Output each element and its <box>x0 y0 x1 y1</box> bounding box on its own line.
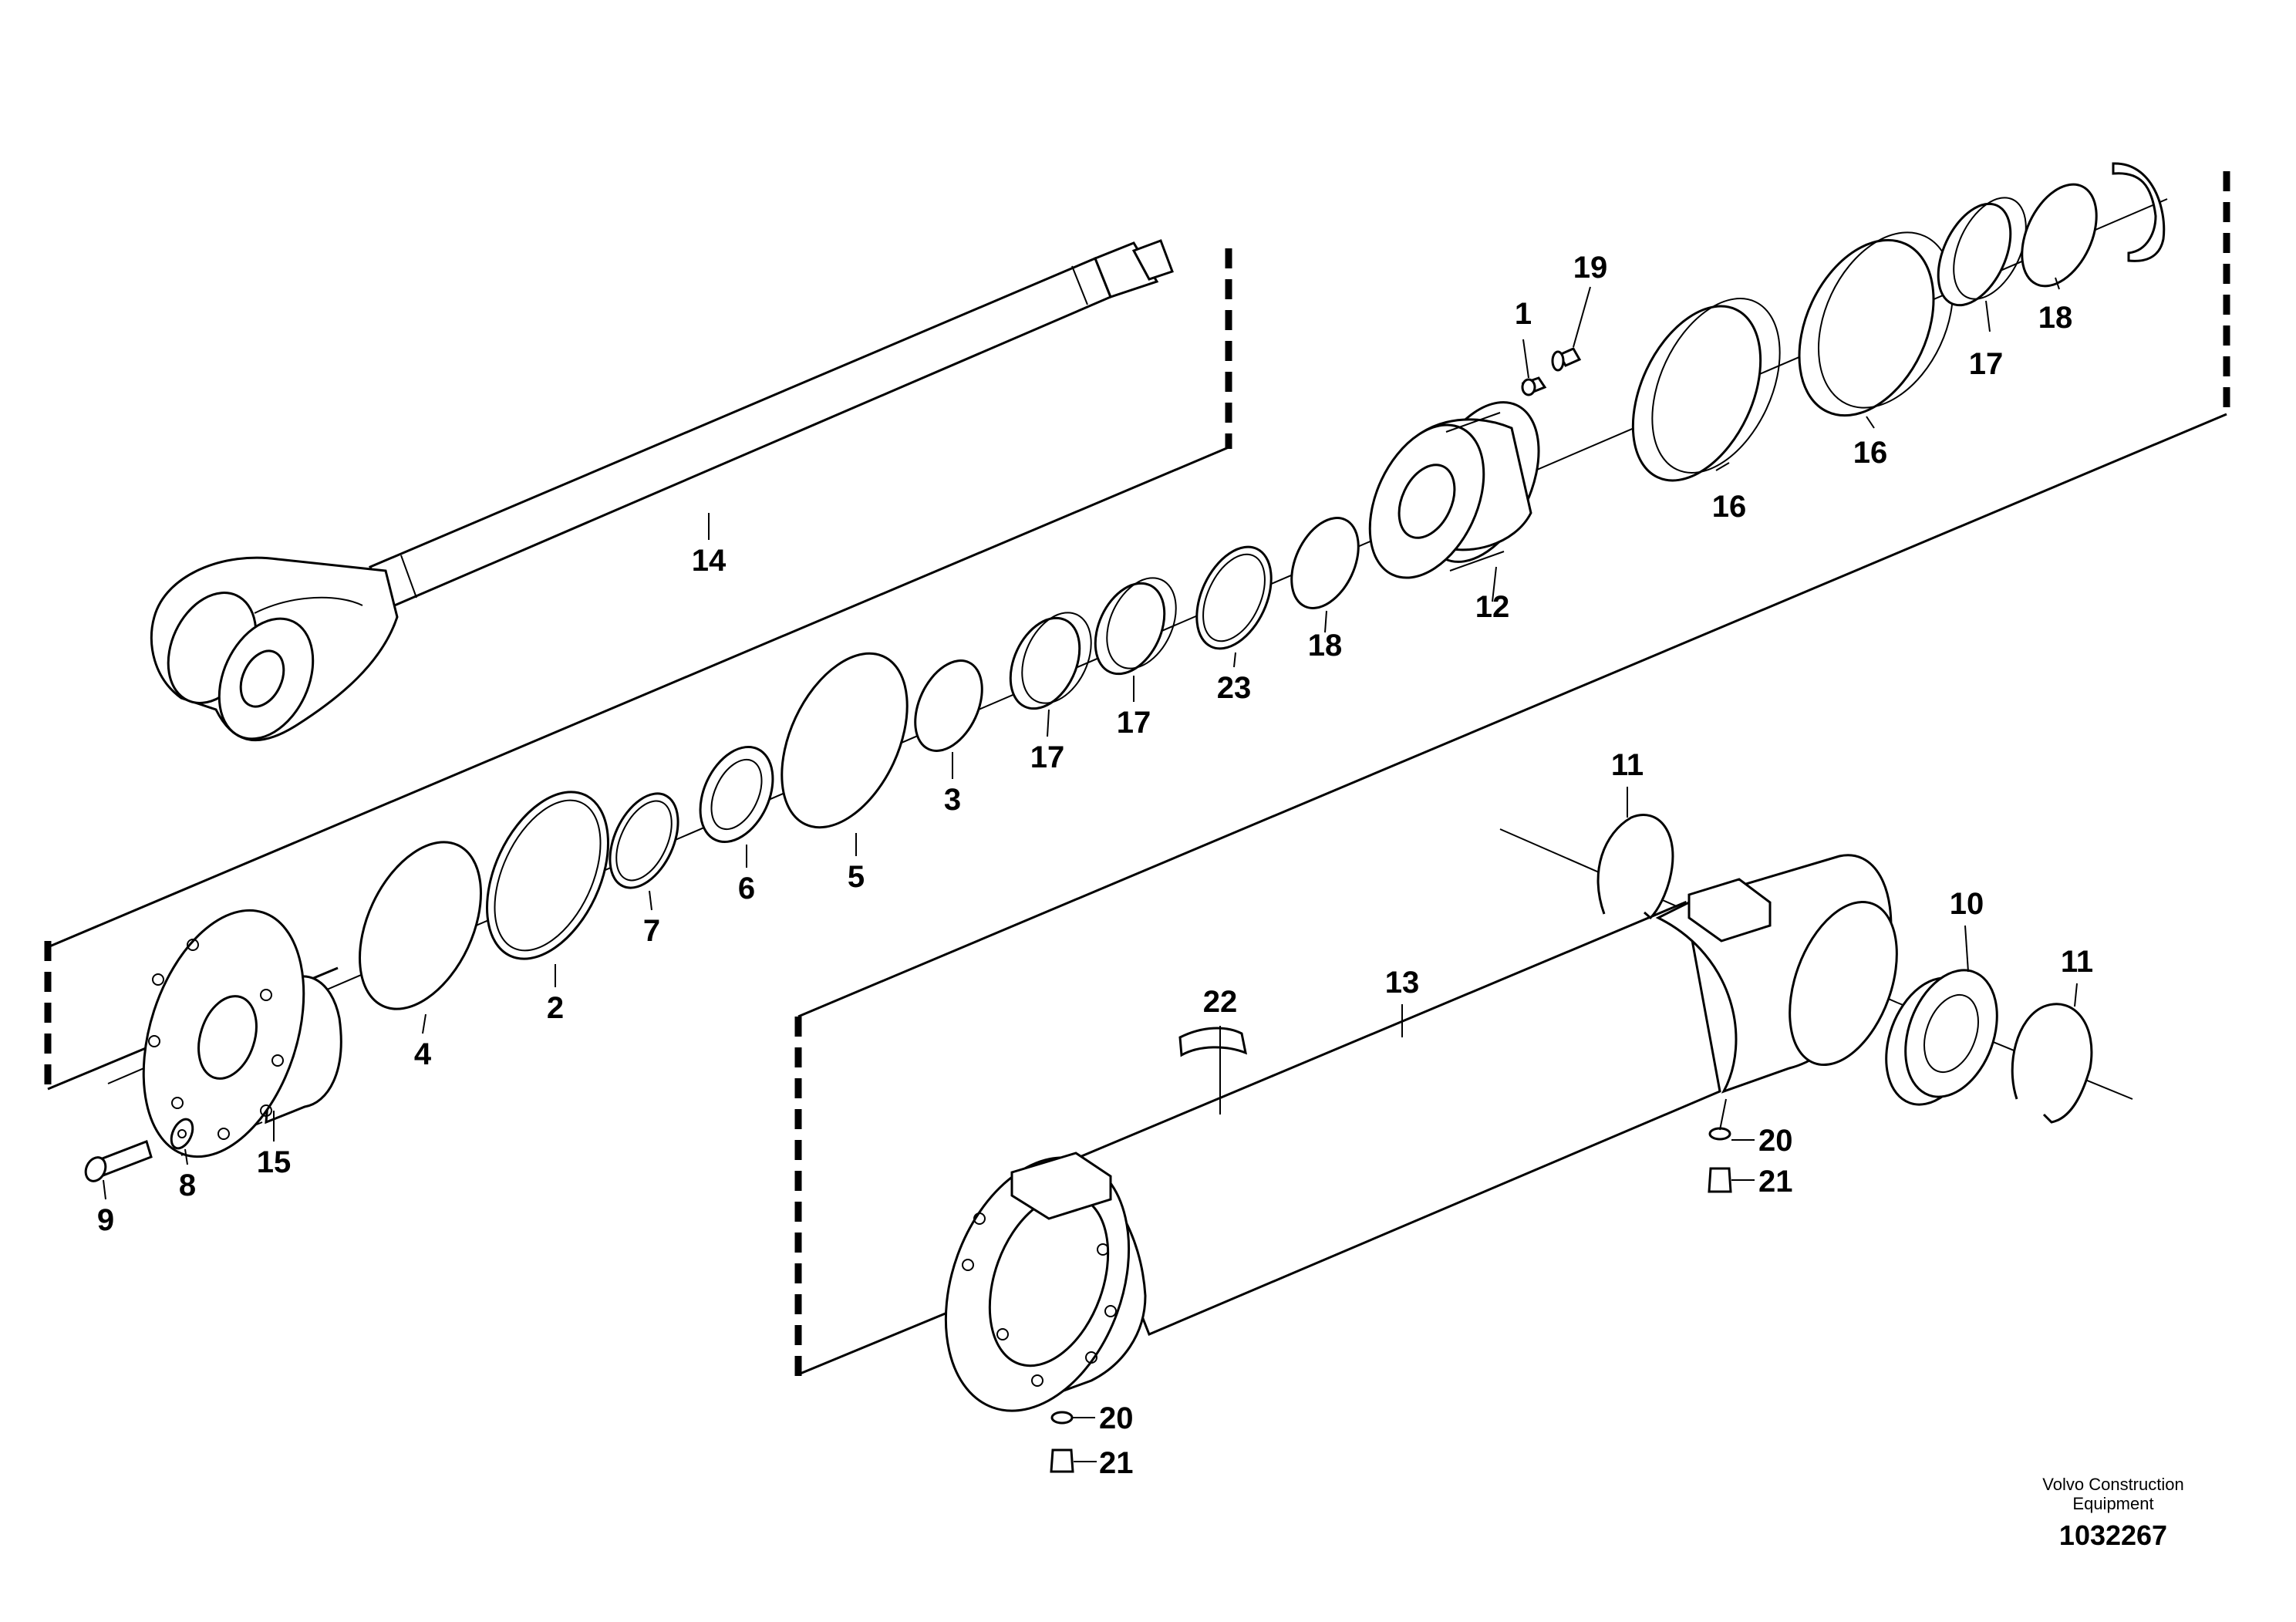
label-20a: 20 <box>1758 1124 1793 1158</box>
label-19: 19 <box>1573 251 1608 285</box>
label-1: 1 <box>1515 297 1532 331</box>
label-10: 10 <box>1950 887 1984 921</box>
label-17a: 17 <box>1030 740 1065 774</box>
cylinder-head <box>142 909 342 1158</box>
drain-plugs <box>1050 1127 1732 1473</box>
bushing-and-circlips <box>1596 814 2093 1124</box>
label-22: 22 <box>1203 985 1238 1019</box>
label-23: 23 <box>1217 671 1252 705</box>
piston-rod <box>150 239 1174 742</box>
leader-lines <box>103 277 2078 1462</box>
label-2: 2 <box>547 991 564 1025</box>
label-11b: 11 <box>2061 945 2093 979</box>
label-6: 6 <box>738 872 755 905</box>
lock-pin-and-plug <box>1521 347 1582 396</box>
label-18b: 18 <box>2038 301 2073 335</box>
label-3: 3 <box>944 783 961 817</box>
piston <box>1368 401 1540 579</box>
label-16a: 16 <box>1712 490 1747 524</box>
label-20b: 20 <box>1099 1401 1134 1435</box>
label-21a: 21 <box>1758 1165 1793 1199</box>
label-16b: 16 <box>1853 436 1888 470</box>
part-labels: 14 1 19 12 16 16 17 18 18 23 17 17 3 5 6… <box>97 251 2093 1480</box>
label-14: 14 <box>692 544 727 578</box>
label-8: 8 <box>179 1168 196 1202</box>
label-21b: 21 <box>1099 1446 1134 1480</box>
assembly-boundary <box>44 171 2230 1377</box>
label-13: 13 <box>1385 966 1420 1000</box>
label-17c: 17 <box>1969 347 2004 381</box>
drawing-number: 1032267 <box>2059 1519 2167 1551</box>
label-4: 4 <box>414 1037 432 1071</box>
cylinder-tube <box>944 854 1898 1412</box>
brand-line-1: Volvo Construction <box>2042 1475 2183 1494</box>
label-7: 7 <box>643 914 660 948</box>
label-15: 15 <box>257 1145 292 1179</box>
guide-rings <box>1631 231 1954 482</box>
seal-rings-upper <box>359 162 2166 1010</box>
label-5: 5 <box>848 860 865 894</box>
brand-line-2: Equipment <box>2072 1494 2153 1513</box>
label-18a: 18 <box>1308 629 1343 663</box>
label-17b: 17 <box>1117 706 1151 740</box>
label-11a: 11 <box>1611 748 1644 782</box>
drawing-footer: Volvo Construction Equipment 1032267 <box>2042 1475 2183 1551</box>
bolt-and-washer <box>84 1118 194 1182</box>
label-9: 9 <box>97 1203 114 1237</box>
label-12: 12 <box>1475 590 1510 624</box>
